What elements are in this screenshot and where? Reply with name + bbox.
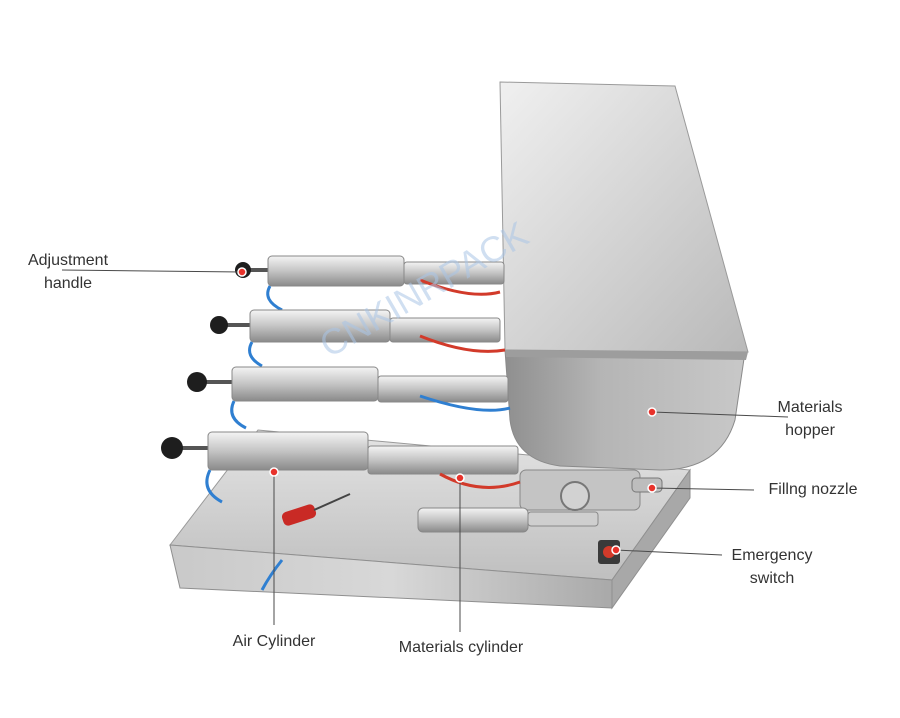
label-adjustment-handle-line-2: handle	[43, 275, 93, 292]
dot-materials-cylinder	[455, 473, 465, 483]
cylinder-row-2	[210, 309, 506, 368]
label-materials-hopper-line-1: Materials	[777, 399, 843, 416]
label-materials-cylinder-line-1: Materials cylinder	[398, 639, 524, 656]
label-adjustment-handle: Adjustment handle	[18, 249, 118, 295]
label-materials-hopper-line-2: hopper	[785, 422, 835, 439]
dot-adjustment-handle	[237, 267, 247, 277]
nozzle-tip	[631, 477, 663, 493]
leader-adjustment-handle	[61, 269, 243, 273]
dot-air-cylinder	[269, 467, 279, 477]
hopper-lid	[499, 81, 749, 353]
cylinder-row-1	[235, 255, 505, 312]
label-emergency-switch: Emergency switch	[722, 544, 822, 590]
dot-filling-nozzle	[647, 483, 657, 493]
label-adjustment-handle-line-1: Adjustment	[27, 252, 109, 269]
label-materials-cylinder: Materials cylinder	[386, 636, 536, 659]
cylinder-row-3	[187, 366, 511, 430]
cylinder-row-4	[161, 431, 521, 526]
dot-emergency-switch	[611, 545, 621, 555]
label-emergency-switch-line-2: switch	[749, 570, 795, 587]
tool-handle	[281, 504, 317, 526]
lower-materials-cylinder	[417, 507, 529, 533]
adjustment-knob-3	[187, 372, 207, 392]
label-emergency-switch-line-1: Emergency	[731, 547, 813, 564]
label-materials-hopper: Materials hopper	[760, 396, 860, 442]
manifold-wheel	[560, 481, 590, 511]
label-filling-nozzle: Fillng nozzle	[758, 478, 868, 501]
callout-leaders	[61, 267, 789, 632]
label-air-cylinder: Air Cylinder	[218, 630, 330, 653]
filling-machine-illustration	[161, 81, 749, 610]
dot-materials-hopper	[647, 407, 657, 417]
label-filling-nozzle-line-1: Fillng nozzle	[768, 481, 858, 498]
leader-materials-hopper	[651, 411, 789, 418]
label-air-cylinder-line-1: Air Cylinder	[232, 633, 316, 650]
hopper-lid-edge	[505, 350, 748, 360]
leader-emergency-switch	[615, 549, 723, 556]
base-hose	[260, 559, 284, 591]
machine-base-side	[611, 468, 691, 610]
leader-filling-nozzle	[651, 487, 755, 491]
adjustment-knob-2	[210, 316, 228, 334]
adjustment-knob-4	[161, 437, 183, 459]
hopper-body	[504, 349, 746, 471]
